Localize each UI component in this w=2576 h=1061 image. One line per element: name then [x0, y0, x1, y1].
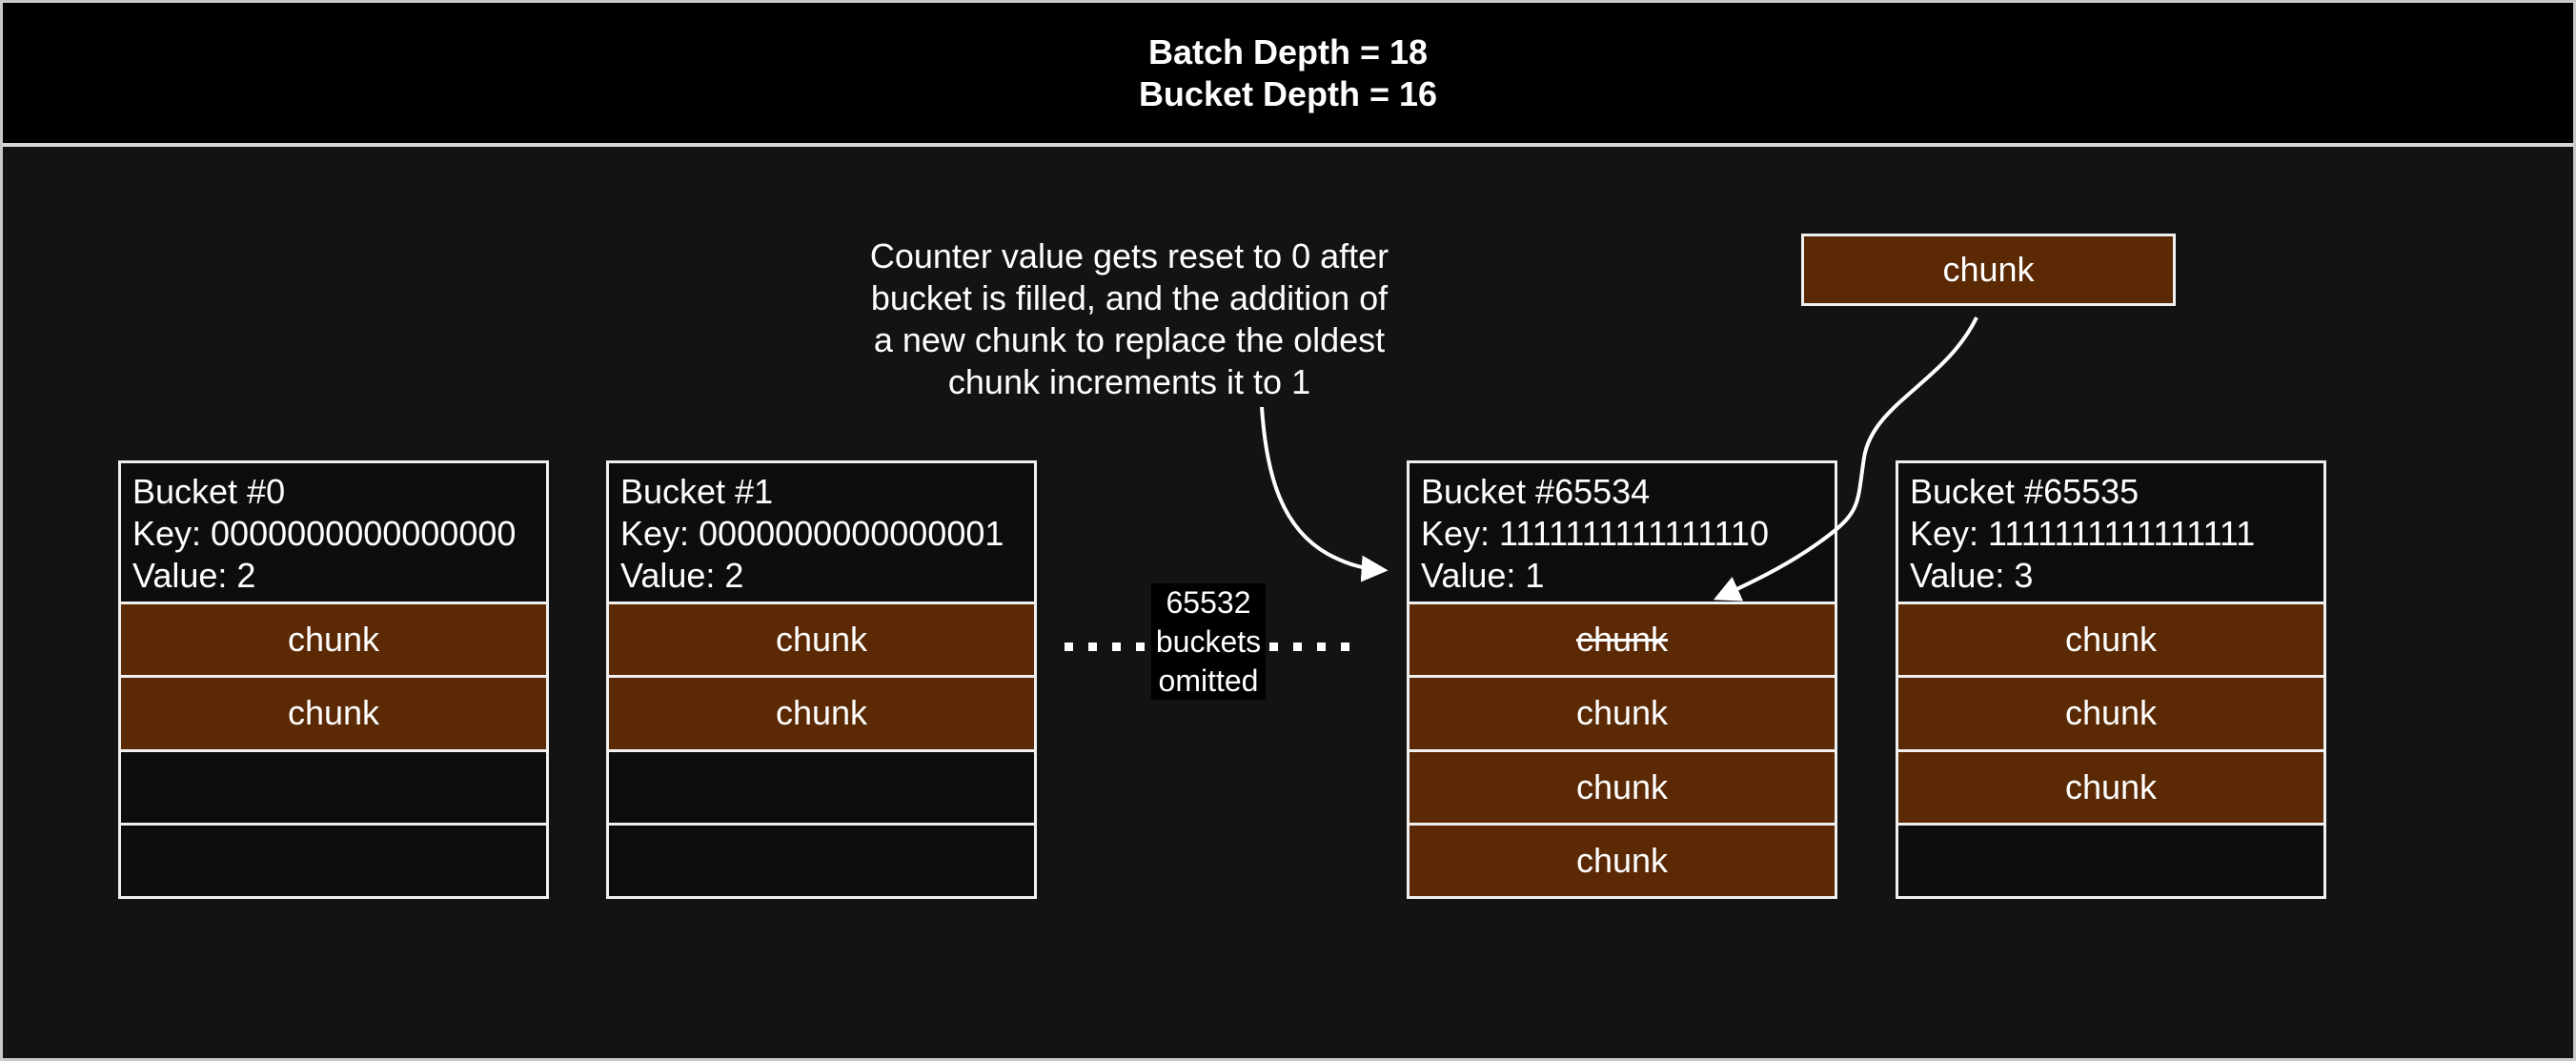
chunk-slot: chunk: [609, 602, 1034, 676]
ellipsis-dot: [1341, 643, 1349, 651]
ellipsis-dot: [1269, 643, 1278, 651]
bucket-value: Value: 1: [1421, 556, 1545, 595]
annotation-line: a new chunk to replace the oldest: [873, 320, 1386, 359]
buckets-omitted-label: 65532 buckets omitted: [1151, 583, 1266, 700]
chunk-slot: chunk: [1410, 602, 1835, 676]
ellipsis-dot: [1317, 643, 1326, 651]
chunk-slot: chunk: [1898, 748, 2323, 823]
bucket-title: Bucket #65535: [1910, 472, 2140, 511]
chunk-slot-label: chunk: [1575, 693, 1669, 733]
bucket-1: Bucket #1 Key: 0000000000000001 Value: 2…: [606, 460, 1037, 899]
chunk-slot-label: chunk: [2064, 693, 2158, 733]
ellipsis-dot: [1065, 643, 1073, 651]
ellipsis-dot: [1112, 643, 1121, 651]
chunk-slot: chunk: [1898, 675, 2323, 749]
bucket-title: Bucket #0: [132, 472, 286, 511]
title-banner: Batch Depth = 18 Bucket Depth = 16: [3, 3, 2573, 147]
chunk-slot: chunk: [121, 602, 546, 676]
bucket-65535-header: Bucket #65535 Key: 1111111111111111 Valu…: [1898, 463, 2323, 602]
chunk-slot-label: chunk: [287, 620, 380, 660]
ellipsis-dots-right: [1269, 643, 1349, 651]
annotation-line: Counter value gets reset to 0 after: [869, 236, 1389, 275]
omitted-line: 65532: [1166, 584, 1251, 620]
chunk-slot-label: chunk: [775, 620, 868, 660]
annotation-line: chunk increments it to 1: [947, 362, 1311, 401]
incoming-chunk-label: chunk: [1942, 250, 2035, 289]
chunk-slot: chunk: [1410, 675, 1835, 749]
ellipsis-dot: [1136, 643, 1145, 651]
chunk-slot-label: chunk: [1575, 840, 1669, 880]
incoming-chunk-box: chunk: [1801, 234, 2176, 306]
bucket-1-header: Bucket #1 Key: 0000000000000001 Value: 2: [609, 463, 1034, 602]
bucket-key: Key: 1111111111111110: [1421, 514, 1769, 553]
bucket-65534: Bucket #65534 Key: 1111111111111110 Valu…: [1407, 460, 1837, 899]
bucket-value: Value: 2: [132, 556, 256, 595]
bucket-0-header: Bucket #0 Key: 0000000000000000 Value: 2: [121, 463, 546, 602]
omitted-line: omitted: [1158, 663, 1259, 698]
omitted-line: buckets: [1155, 623, 1262, 659]
annotation-arrow: [1260, 406, 1389, 582]
batch-depth-label: Batch Depth = 18: [1147, 31, 1429, 71]
annotation-note: Counter value gets reset to 0 after buck…: [767, 235, 1491, 403]
bucket-value: Value: 3: [1910, 556, 2034, 595]
chunk-slot: chunk: [609, 675, 1034, 749]
bucket-title: Bucket #65534: [1421, 472, 1651, 511]
empty-slot: [1898, 822, 2323, 896]
chunk-slot: chunk: [1410, 748, 1835, 823]
chunk-slot-label: chunk: [287, 693, 380, 733]
bucket-value: Value: 2: [620, 556, 744, 595]
chunk-slot: chunk: [1410, 822, 1835, 896]
chunk-slot-label: chunk: [775, 693, 868, 733]
annotation-line: bucket is filled, and the addition of: [870, 278, 1389, 317]
bucket-title: Bucket #1: [620, 472, 774, 511]
ellipsis-dot: [1293, 643, 1302, 651]
bucket-key: Key: 0000000000000001: [620, 514, 1004, 553]
bucket-65534-header: Bucket #65534 Key: 1111111111111110 Valu…: [1410, 463, 1835, 602]
bucket-key: Key: 0000000000000000: [132, 514, 517, 553]
chunk-slot-label: chunk: [1575, 620, 1669, 660]
chunk-slot-label: chunk: [2064, 766, 2158, 806]
chunk-slot-label: chunk: [2064, 620, 2158, 660]
bucket-0: Bucket #0 Key: 0000000000000000 Value: 2…: [118, 460, 549, 899]
ellipsis-dots-left: [1065, 643, 1145, 651]
bucket-key: Key: 1111111111111111: [1910, 514, 2256, 553]
chunk-slot-label: chunk: [1575, 766, 1669, 806]
ellipsis-dot: [1088, 643, 1097, 651]
empty-slot: [609, 748, 1034, 823]
empty-slot: [121, 748, 546, 823]
bucket-depth-label: Bucket Depth = 16: [1138, 73, 1438, 113]
empty-slot: [121, 822, 546, 896]
chunk-slot: chunk: [121, 675, 546, 749]
bucket-65535: Bucket #65535 Key: 1111111111111111 Valu…: [1896, 460, 2326, 899]
chunk-slot: chunk: [1898, 602, 2323, 676]
empty-slot: [609, 822, 1034, 896]
